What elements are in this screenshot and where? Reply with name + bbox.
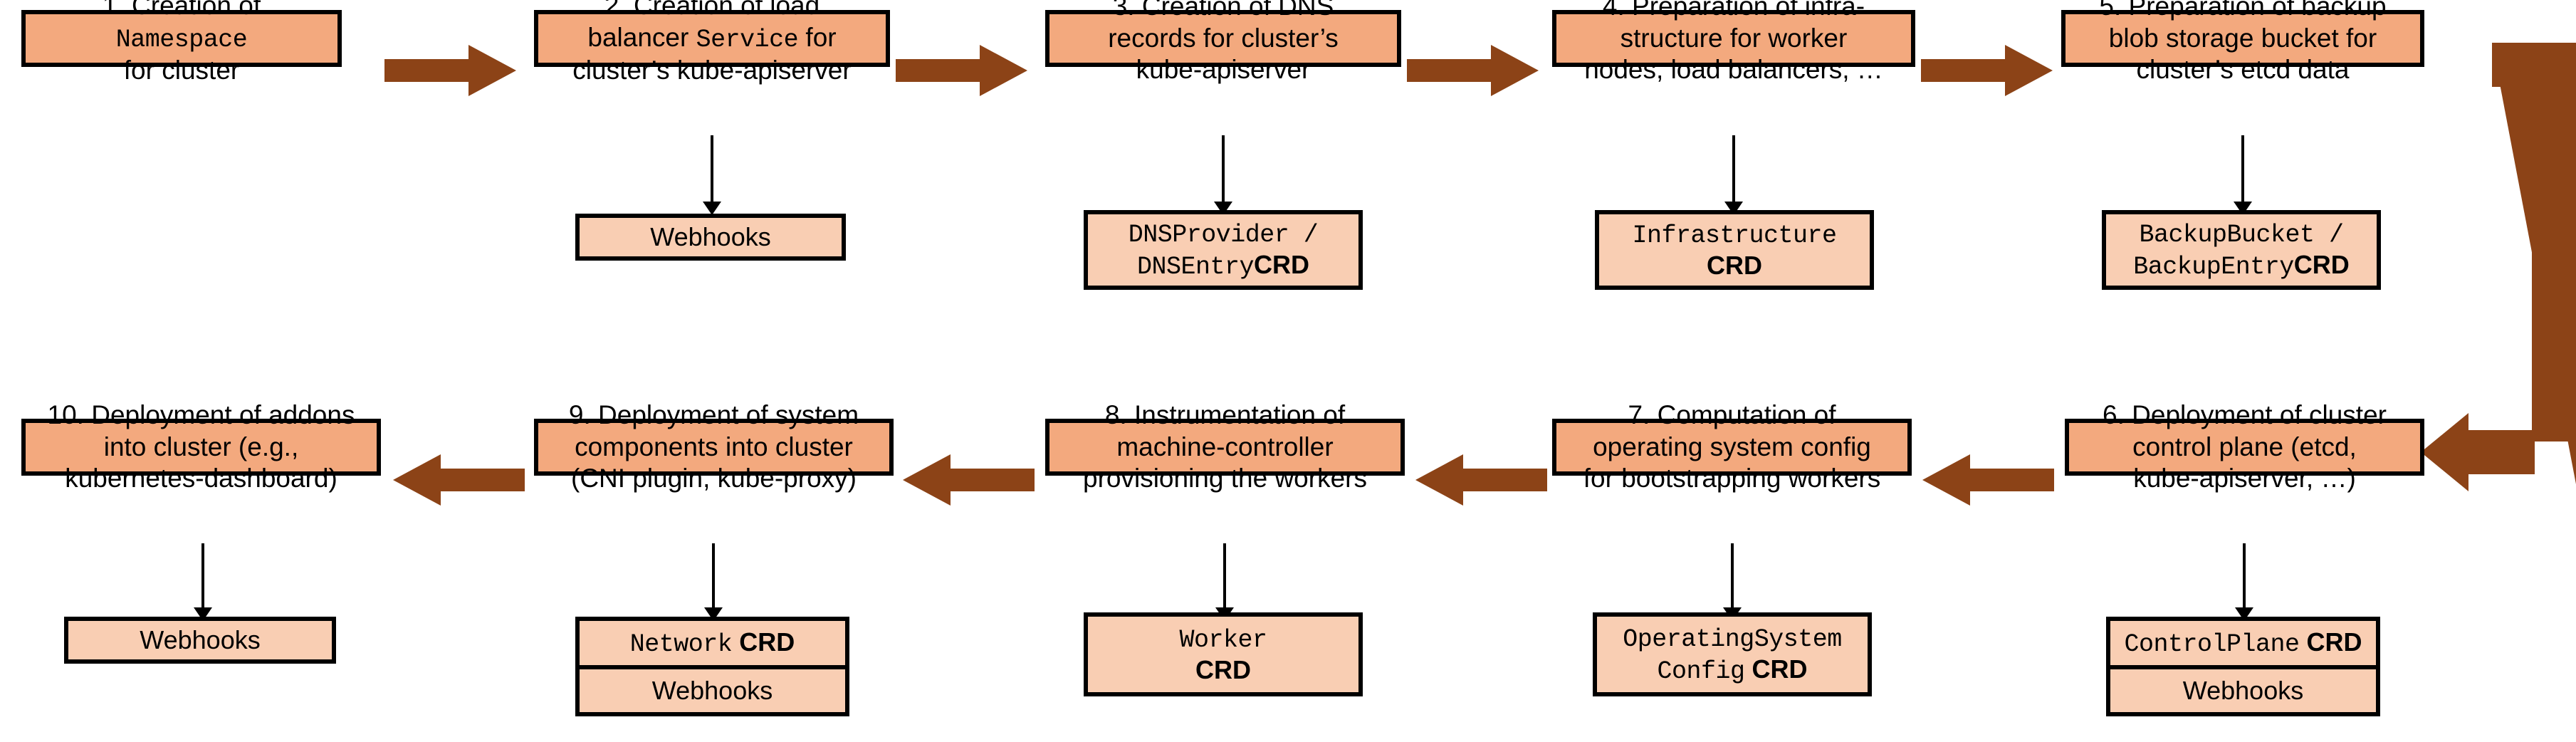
crd-label-controlplane: CRD [2306, 627, 2362, 657]
step-4-line-3: nodes, load balancers, … [1584, 55, 1883, 85]
step-box-9[interactable]: 9. Deployment of system components into … [534, 400, 894, 493]
connector-3-to-sub [1222, 135, 1225, 207]
sub-cell-backup-crd: BackupBucket / BackupEntryCRD [2106, 214, 2377, 286]
sub-box-7-osc-crd[interactable]: OperatingSystem Config CRD [1593, 612, 1872, 696]
infrastructure-token: Infrastructure [1632, 221, 1837, 251]
step-3-line-3: kube-apiserver [1136, 55, 1311, 85]
sub-box-2-webhooks[interactable]: Webhooks [575, 214, 846, 261]
flow-arrow-1-to-2 [384, 45, 516, 96]
sub-box-4-infrastructure-crd[interactable]: Infrastructure CRD [1595, 210, 1874, 290]
step-box-4[interactable]: 4. Preparation of infra- structure for w… [1552, 0, 1915, 84]
step-box-3[interactable]: 3. Creation of DNS records for cluster’s… [1045, 0, 1401, 84]
step-9-line-3: (CNI plugin, kube-proxy) [571, 464, 857, 493]
sub-cell-osc-crd: OperatingSystem Config CRD [1597, 617, 1868, 692]
sub-cell-webhooks-10: Webhooks [140, 625, 261, 654]
connector-5-to-sub [2241, 135, 2244, 207]
step-8-line-3: provisioning the workers [1083, 464, 1367, 493]
controlplane-token: ControlPlane [2124, 629, 2300, 659]
step-1-line-3: for cluster [123, 56, 240, 85]
step-box-7[interactable]: 7. Computation of operating system confi… [1552, 400, 1912, 493]
step-box-6[interactable]: 6. Deployment of cluster control plane (… [2065, 400, 2424, 493]
step-6-line-3: kube-apiserver, …) [2133, 464, 2356, 493]
step-8-line-2: machine-controller [1116, 432, 1334, 461]
step-7-line-1: 7. Computation of [1628, 399, 1836, 429]
step-10-line-3: kubernetes-dashboard) [65, 464, 337, 493]
backupbucket-token: BackupBucket / [2139, 220, 2344, 249]
step-6-line-2: control plane (etcd, [2132, 432, 2357, 461]
step-10-line-1: 10. Deployment of addons [47, 399, 355, 429]
sub-cell-controlplane-crd: ControlPlane CRD [2110, 621, 2376, 665]
flow-arrow-3-to-4 [1407, 45, 1539, 96]
step-box-8[interactable]: 8. Instrumentation of machine-controller… [1045, 400, 1405, 493]
crd-label-network: CRD [739, 627, 795, 657]
step-2-line-3: cluster’s kube-apiserver [572, 56, 852, 85]
sub-cell-webhooks-6: Webhooks [2110, 665, 2376, 712]
flow-arrow-9-to-10 [393, 454, 525, 506]
step-box-5[interactable]: 5. Preparation of backup blob storage bu… [2061, 0, 2424, 84]
step-1-line-1: 1. Creation of [102, 0, 261, 21]
step-2-line-2-post: for [798, 22, 837, 52]
flow-arrow-5-to-6-elbow [2429, 43, 2576, 484]
step-2-line-1: 2. Creation of load [604, 0, 820, 21]
flow-arrow-8-to-9 [903, 454, 1035, 506]
step-3-line-2: records for cluster’s [1108, 23, 1339, 53]
flow-arrow-2-to-3 [896, 45, 1027, 96]
flow-arrow-7-to-8 [1415, 454, 1547, 506]
connector-2-to-sub [711, 135, 713, 207]
sub-cell-infrastructure-crd: Infrastructure CRD [1599, 214, 1870, 286]
sub-cell-webhooks-9: Webhooks [580, 665, 845, 712]
operatingsystem-token: OperatingSystem [1623, 625, 1842, 654]
crd-label-dns: CRD [1254, 250, 1309, 279]
sub-box-6-controlplane[interactable]: ControlPlane CRD Webhooks [2106, 617, 2380, 716]
step-10-line-2: into cluster (e.g., [103, 432, 299, 461]
step-8-line-1: 8. Instrumentation of [1104, 399, 1346, 429]
flow-arrow-4-to-5 [1921, 45, 2053, 96]
step-box-2[interactable]: 2. Creation of load balancer Service for… [534, 0, 890, 85]
sub-cell-worker-crd: Worker CRD [1088, 617, 1358, 692]
worker-token: Worker [1179, 626, 1267, 655]
step-2-service-token: Service [696, 25, 799, 54]
connector-4-to-sub [1732, 135, 1735, 207]
step-4-line-1: 4. Preparation of infra- [1602, 0, 1865, 21]
step-2-line-2-pre: balancer [587, 22, 696, 52]
dns-provider-token: DNSProvider / [1128, 220, 1319, 249]
step-5-line-3: cluster’s etcd data [2136, 55, 2350, 85]
connector-9-to-sub [712, 543, 715, 613]
network-token: Network [629, 629, 733, 659]
step-5-line-1: 5. Preparation of backup [2099, 0, 2387, 21]
connector-7-to-sub [1731, 543, 1734, 613]
crd-label-backup: CRD [2293, 250, 2350, 279]
crd-label-worker: CRD [1195, 655, 1251, 685]
step-1-line-2: Namespace [115, 25, 248, 54]
step-5-line-2: blob storage bucket for [2108, 23, 2377, 53]
connector-2-arrowhead-icon [703, 202, 721, 215]
step-box-1[interactable]: 1. Creation of Namespace for cluster [21, 0, 342, 85]
sub-cell-network-crd: Network CRD [580, 621, 845, 665]
crd-label-infrastructure: CRD [1707, 251, 1762, 281]
flow-arrow-elbow-head [2421, 413, 2535, 491]
connector-6-to-sub [2243, 543, 2246, 613]
step-6-line-1: 6. Deployment of cluster [2103, 399, 2387, 429]
sub-box-3-dns-crd[interactable]: DNSProvider / DNSEntryCRD [1084, 210, 1363, 290]
crd-label-osc: CRD [1752, 654, 1808, 684]
sub-box-10-webhooks[interactable]: Webhooks [64, 617, 336, 664]
sub-box-8-worker-crd[interactable]: Worker CRD [1084, 612, 1363, 696]
step-4-line-2: structure for worker [1620, 23, 1848, 53]
sub-cell-dns-crd: DNSProvider / DNSEntryCRD [1088, 214, 1358, 286]
sub-box-9-network[interactable]: Network CRD Webhooks [575, 617, 849, 716]
dns-entry-token: DNSEntry [1136, 253, 1255, 281]
connector-8-to-sub [1223, 543, 1226, 613]
backupentry-token: BackupEntry [2133, 253, 2294, 281]
step-3-line-1: 3. Creation of DNS [1112, 0, 1334, 21]
step-box-10[interactable]: 10. Deployment of addons into cluster (e… [21, 400, 381, 493]
step-9-line-2: components into cluster [575, 432, 853, 461]
sub-box-5-backup-crd[interactable]: BackupBucket / BackupEntryCRD [2102, 210, 2381, 290]
flow-arrow-6-to-7 [1922, 454, 2054, 506]
step-9-line-1: 9. Deployment of system [568, 399, 859, 429]
step-7-line-3: for bootstrapping workers [1583, 464, 1881, 493]
sub-cell-webhooks: Webhooks [650, 221, 771, 251]
step-7-line-2: operating system config [1593, 432, 1871, 461]
connector-10-to-sub [201, 543, 204, 613]
config-token: Config [1657, 657, 1745, 686]
